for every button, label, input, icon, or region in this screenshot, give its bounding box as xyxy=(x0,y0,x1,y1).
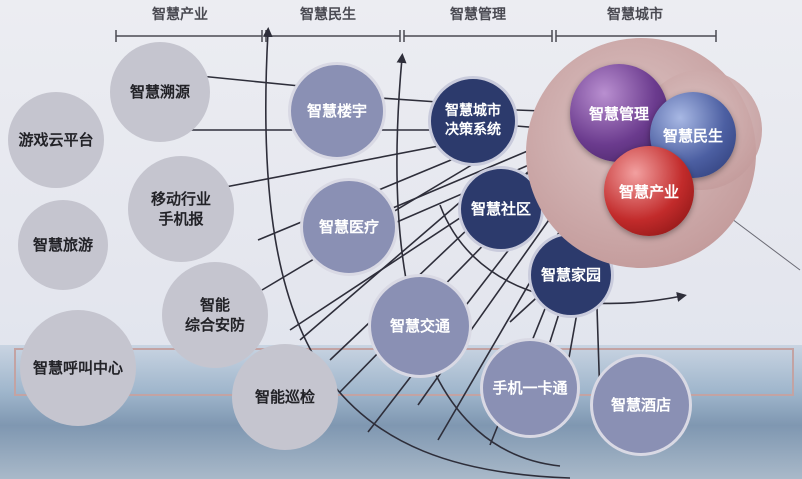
header-management: 智慧管理 xyxy=(450,7,506,23)
node-phone-card: 手机一卡通 xyxy=(480,338,580,438)
connector xyxy=(199,75,301,87)
node-mobile-news: 移动行业 手机报 xyxy=(128,156,234,262)
node-patrol: 智能巡检 xyxy=(232,344,338,450)
node-decision-system: 智慧城市 决策系统 xyxy=(428,76,518,166)
node-smart-building: 智慧楼宇 xyxy=(288,62,386,160)
connector xyxy=(379,97,439,103)
connector xyxy=(219,139,471,189)
node-smart-hotel: 智慧酒店 xyxy=(590,354,692,456)
node-call-center: 智慧呼叫中心 xyxy=(20,310,136,426)
node-smart-traffic: 智慧交通 xyxy=(368,274,472,378)
node-source-tracing: 智慧溯源 xyxy=(110,42,210,142)
header-industry: 智慧产业 xyxy=(152,7,208,23)
header-livelihood: 智慧民生 xyxy=(300,7,356,23)
sphere-smart-livelihood: 智慧民生 xyxy=(650,92,736,178)
sphere-smart-industry: 智慧产业 xyxy=(604,146,694,236)
node-smart-medical: 智慧医疗 xyxy=(300,178,398,276)
connector xyxy=(387,149,531,211)
header-brackets xyxy=(115,30,717,42)
node-tourism: 智慧旅游 xyxy=(18,200,108,290)
node-integrated-security: 智能 综合安防 xyxy=(162,262,268,368)
header-city: 智慧城市 xyxy=(607,7,663,23)
node-game-cloud: 游戏云平台 xyxy=(8,92,104,188)
